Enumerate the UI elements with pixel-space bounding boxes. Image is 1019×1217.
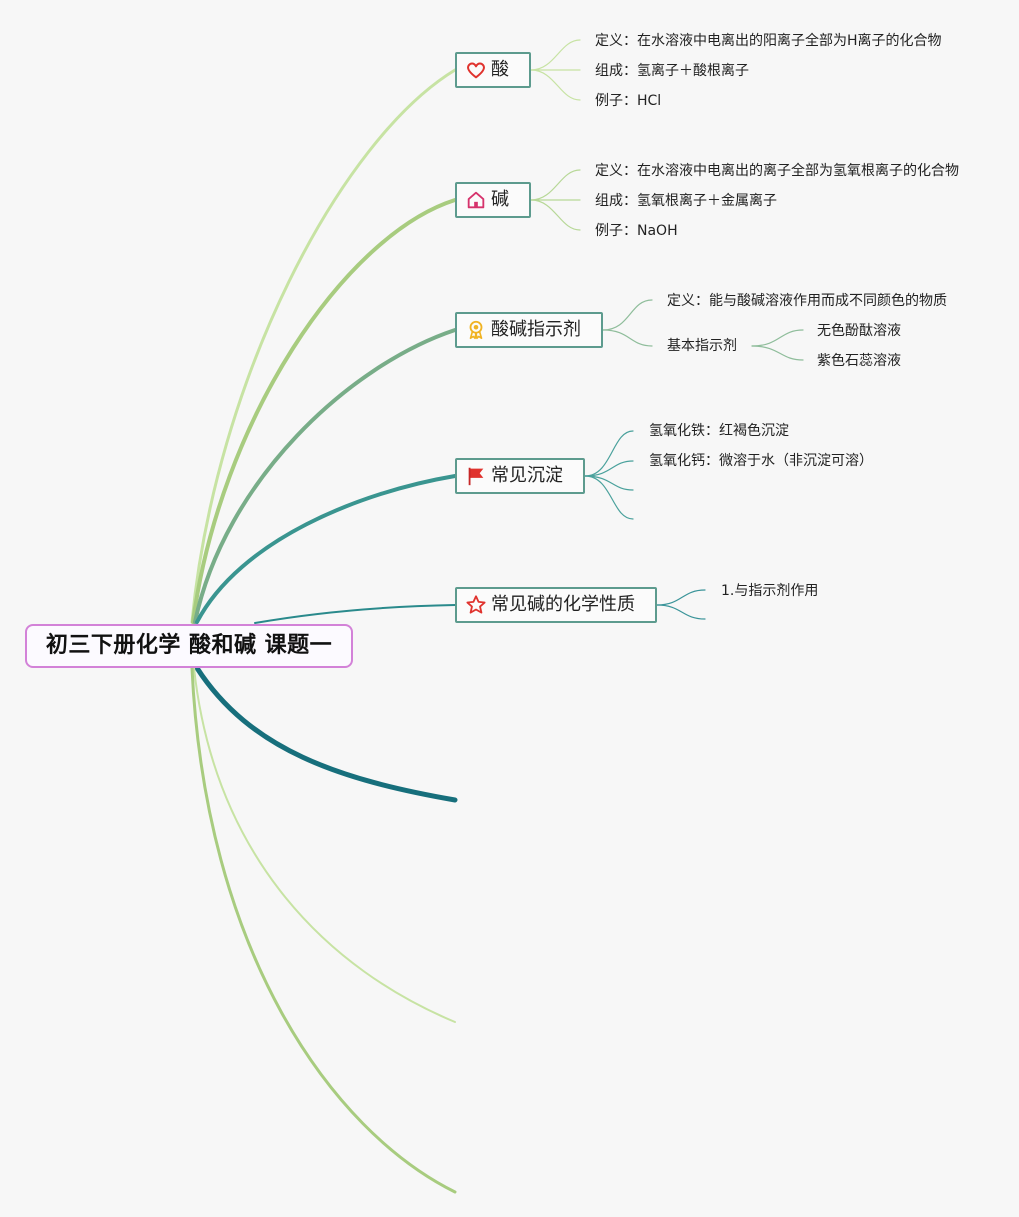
leaf-ferric-hydroxide[interactable]: 氢氧化铁：红褐色沉淀 <box>649 423 789 439</box>
branch-acid[interactable]: 酸 <box>455 52 531 88</box>
branch-base[interactable]: 碱 <box>455 182 531 218</box>
branch-label: 常见碱的化学性质 <box>491 594 635 615</box>
leaf-calcium-hydroxide[interactable]: 氢氧化钙：微溶于水（非沉淀可溶） <box>649 453 873 469</box>
connector-root-base <box>191 198 457 624</box>
connector-root-empty-1 <box>194 665 458 803</box>
leaf-base-composition[interactable]: 组成：氢氧根离子＋金属离子 <box>595 193 777 209</box>
root-topic[interactable]: 初三下册化学 酸和碱 课题一 <box>25 624 353 668</box>
leaf-acid-composition[interactable]: 组成：氢离子＋酸根离子 <box>595 63 749 79</box>
connector-root-properties <box>254 604 456 624</box>
leaf-acid-definition[interactable]: 定义：在水溶液中电离出的阳离子全部为H离子的化合物 <box>595 33 942 49</box>
heart-icon <box>465 59 487 81</box>
leaf-base-example[interactable]: 例子：NaOH <box>595 223 678 239</box>
branch-base-properties[interactable]: 常见碱的化学性质 <box>455 587 657 623</box>
branch-label: 酸 <box>491 59 509 80</box>
connector-root-empty-2 <box>193 667 456 1023</box>
branch-precipitate[interactable]: 常见沉淀 <box>455 458 585 494</box>
leaf-base-definition[interactable]: 定义：在水溶液中电离出的离子全部为氢氧根离子的化合物 <box>595 163 959 179</box>
connector-root-empty-3 <box>190 666 457 1194</box>
flag-icon <box>465 465 487 487</box>
leaf-basic-indicators[interactable]: 基本指示剂 <box>667 338 737 354</box>
medal-icon <box>465 319 487 341</box>
leaf-indicator-reaction[interactable]: 1.与指示剂作用 <box>721 583 819 599</box>
connector-root-precipitate <box>195 474 457 624</box>
connector-root-indicator <box>193 328 457 624</box>
branch-label: 常见沉淀 <box>491 465 563 486</box>
leaf-phenolphthalein[interactable]: 无色酚酞溶液 <box>817 323 901 339</box>
leaf-litmus[interactable]: 紫色石蕊溶液 <box>817 353 901 369</box>
leaf-indicator-definition[interactable]: 定义：能与酸碱溶液作用而成不同颜色的物质 <box>667 293 947 309</box>
star-icon <box>465 594 487 616</box>
house-icon <box>465 189 487 211</box>
branch-indicator[interactable]: 酸碱指示剂 <box>455 312 603 348</box>
connector-root-acid <box>190 68 457 624</box>
branch-label: 酸碱指示剂 <box>491 319 581 340</box>
branch-label: 碱 <box>491 189 509 210</box>
leaf-acid-example[interactable]: 例子：HCl <box>595 93 662 109</box>
